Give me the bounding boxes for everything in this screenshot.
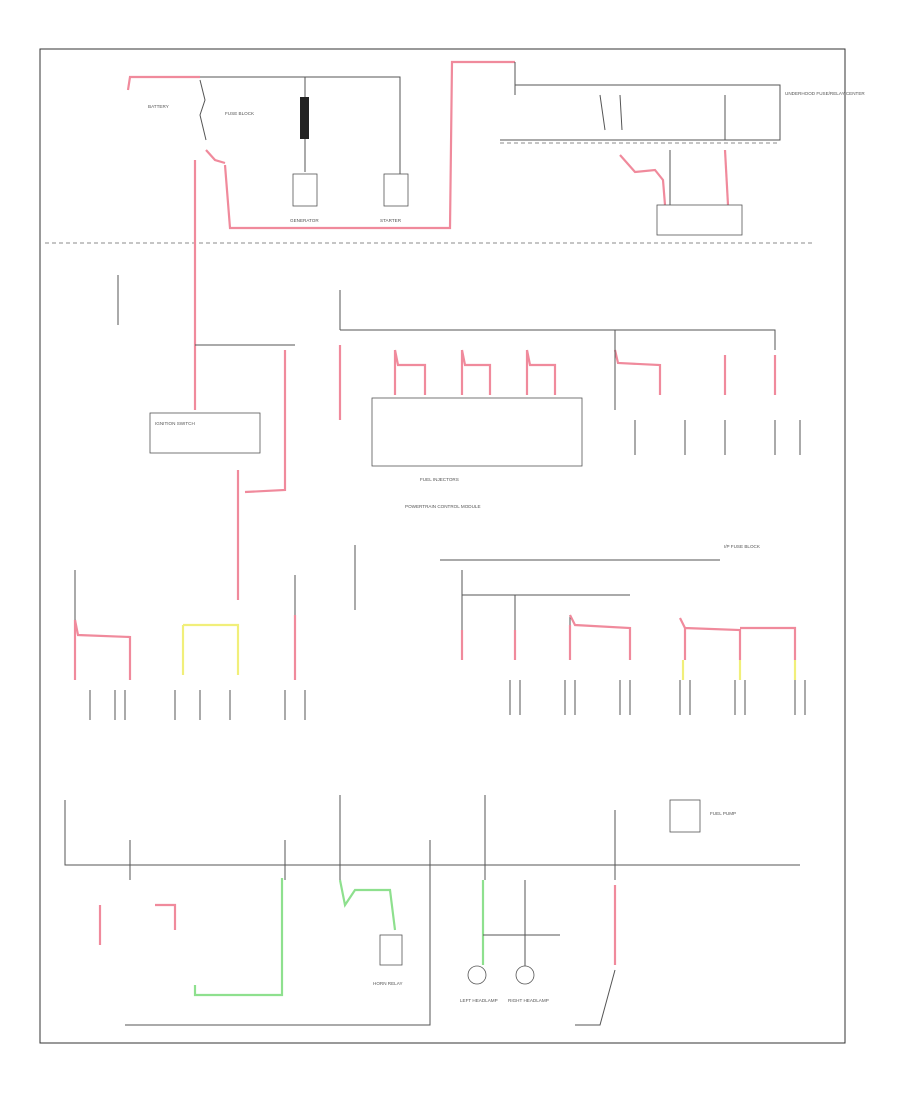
fuel-pump-label: FUEL PUMP [710,811,736,816]
fuel-injector-block-icon [371,397,583,467]
battery-label: BATTERY [148,104,169,109]
relay-module-icon [656,204,743,236]
right-headlamp-icon [515,965,535,985]
fuse-block-label: FUSE BLOCK [225,111,255,116]
pcm-label: POWERTRAIN CONTROL MODULE [405,504,481,509]
ignition-bus-section: IGNITION SWITCH FUEL INJECTORS POWERTRAI… [117,243,801,600]
fuel-pump-icon [669,799,701,833]
underhood-relay-section: UNDERHOOD FUSE/RELAY CENTER [500,62,865,236]
right-headlamp-label: RIGHT HEADLAMP [508,998,549,1003]
horn-relay-label: HORN RELAY [373,981,403,986]
horn-relay-icon [379,934,403,966]
bottom-lighting-section: LEFT HEADLAMP RIGHT HEADLAMP HORN RELAY … [64,795,800,1026]
ip-fuse-label: I/P FUSE BLOCK [724,544,761,549]
battery-generator-section: BATTERY GENERATOR STARTER FUSE BLOCK [126,60,515,243]
left-headlamp-icon [467,965,487,985]
left-headlamp-label: LEFT HEADLAMP [460,998,498,1003]
starter-label: STARTER [380,218,402,223]
generator-icon [292,173,318,207]
ignition-switch-icon [149,412,261,454]
lamp-branch-section: I/P FUSE BLOCK [73,544,806,720]
fuel-injectors-label: FUEL INJECTORS [420,477,459,482]
diagram-frame [39,48,846,1044]
underhood-fuse-label: UNDERHOOD FUSE/RELAY CENTER [785,91,865,96]
generator-label: GENERATOR [290,218,319,223]
fusible-link-icon [300,97,309,139]
ignition-switch-label: IGNITION SWITCH [155,421,195,426]
starter-icon [383,173,409,207]
